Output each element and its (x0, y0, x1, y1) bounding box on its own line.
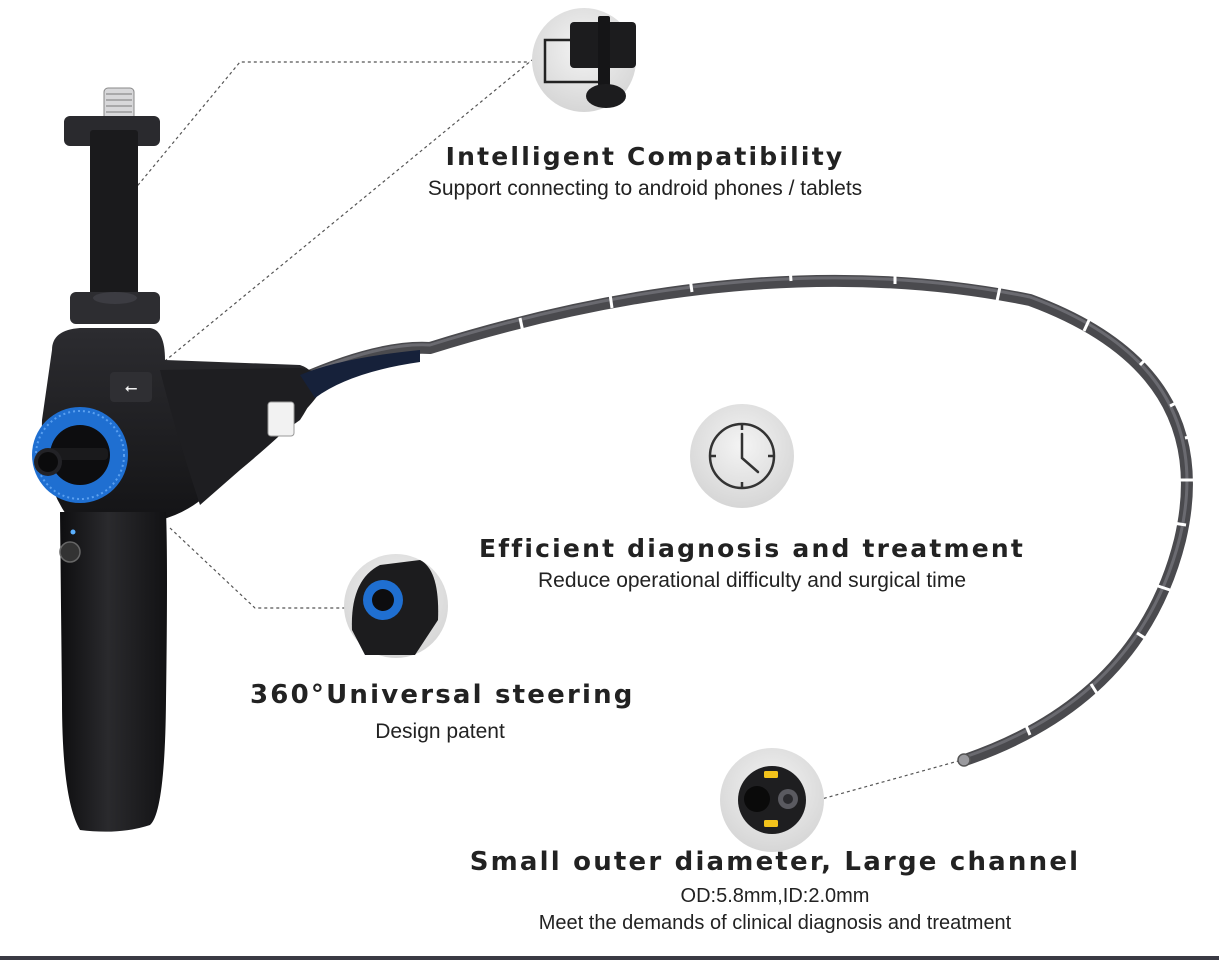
feature-subtitle-secondary: Meet the demands of clinical diagnosis a… (538, 912, 1012, 934)
feature-subtitle: Reduce operational difficulty and surgic… (537, 569, 967, 592)
feature-title: Small outer diameter, Large channel (469, 847, 1081, 877)
clock-icon (690, 404, 794, 508)
feature-intelligent-compatibility: Intelligent Compatibility Support connec… (380, 142, 910, 201)
svg-text:⭠: ⭠ (125, 378, 138, 397)
feature-small-diameter: Small outer diameter, Large channel OD:5… (460, 847, 1090, 935)
scope-tip-icon (720, 748, 824, 852)
feature-subtitle: Design patent (375, 720, 505, 743)
phone-holder (64, 87, 160, 324)
insertion-cable (294, 266, 1199, 767)
feature-universal-steering: 360°Universal steering Design patent (250, 680, 635, 744)
steering-wheel-icon (344, 554, 448, 658)
feature-subtitle: Support connecting to android phones / t… (427, 177, 863, 200)
feature-title: 360°Universal steering (250, 680, 635, 710)
device-handle (59, 512, 167, 832)
feature-title: Intelligent Compatibility (445, 142, 845, 171)
phone-mount-icon (532, 8, 636, 112)
feature-title: Efficient diagnosis and treatment (478, 534, 1026, 563)
feature-efficient-diagnosis: Efficient diagnosis and treatment Reduce… (462, 534, 1042, 593)
endoscope-body: ⭠ (32, 328, 420, 520)
bottom-divider (0, 956, 1219, 960)
leader-lines (133, 59, 963, 801)
feature-subtitle: OD:5.8mm,ID:2.0mm (680, 885, 870, 907)
